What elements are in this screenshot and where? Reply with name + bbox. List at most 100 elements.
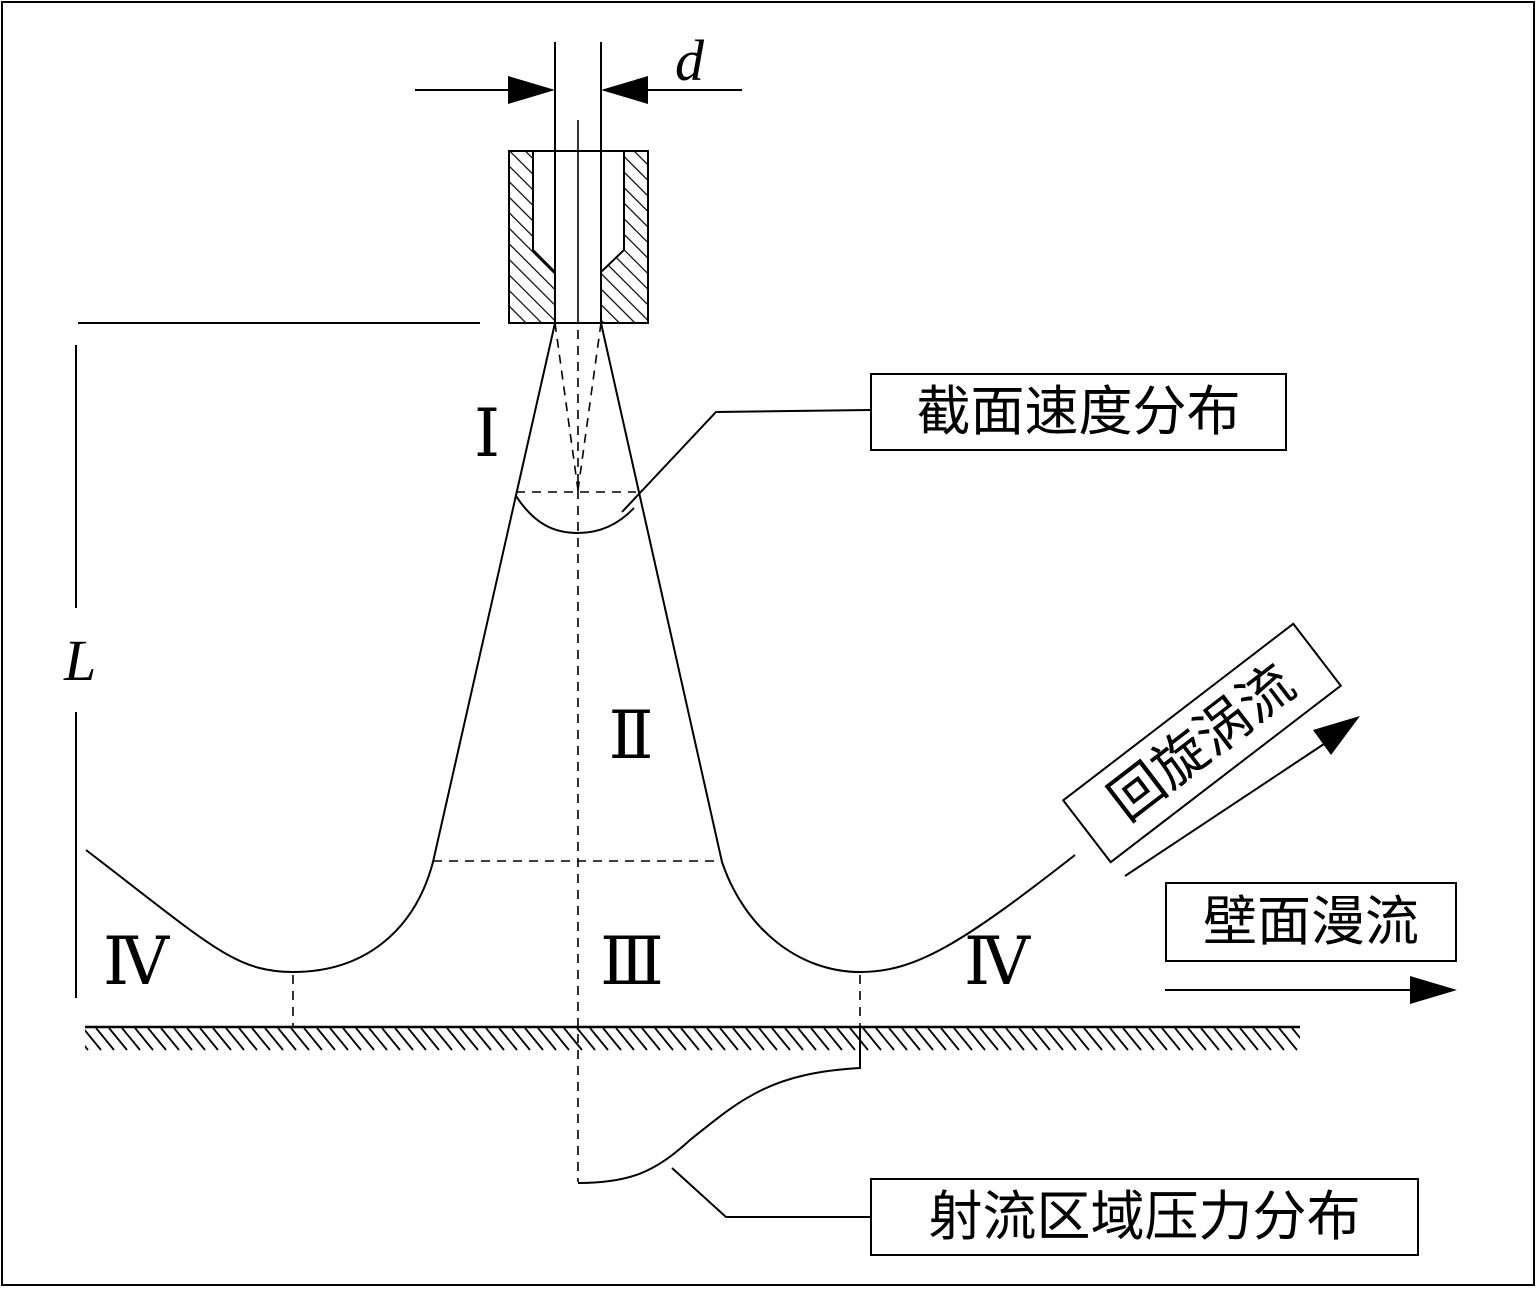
ground-hatch-line	[264, 1027, 284, 1051]
ground-hatch-line	[641, 1027, 661, 1051]
ground-hatch-line	[160, 1027, 180, 1051]
nozzle-diameter-label: d	[675, 28, 704, 93]
ground-hatch-line	[186, 1027, 206, 1051]
ground-hatch-line	[745, 1027, 765, 1051]
ground-hatch-line	[225, 1027, 245, 1051]
ground-hatch-line	[1096, 1027, 1116, 1051]
ground-hatch-line	[862, 1027, 882, 1051]
ground-hatch-line	[1031, 1027, 1051, 1051]
ground-hatch-line	[1018, 1027, 1038, 1051]
ground-hatch-line	[407, 1027, 427, 1051]
ground-hatch-line	[1265, 1027, 1285, 1051]
ground-hatch-line	[511, 1027, 531, 1051]
ground-hatch-line	[433, 1027, 453, 1051]
velocity-profile-callout: 截面速度分布	[870, 373, 1287, 451]
ground-hatch-line	[316, 1027, 336, 1051]
ground-hatch-line	[706, 1027, 726, 1051]
ground-hatch-line	[1278, 1027, 1298, 1051]
ground-hatch-line	[940, 1027, 960, 1051]
ground-hatch-line	[667, 1027, 687, 1051]
ground-hatch-line	[498, 1027, 518, 1051]
ground-hatch-line	[537, 1027, 557, 1051]
ground-hatch-line	[550, 1027, 570, 1051]
ground-hatch-line	[992, 1027, 1012, 1051]
jet-envelope	[85, 322, 1076, 974]
ground-hatch-line	[147, 1027, 167, 1051]
ground-hatch-line	[199, 1027, 219, 1051]
ground-hatch-line	[901, 1027, 921, 1051]
potential-core	[292, 322, 861, 1182]
ground-hatch-line	[1226, 1027, 1246, 1051]
ground-hatch-line	[836, 1027, 856, 1051]
ground-hatch-line	[1057, 1027, 1077, 1051]
ground-hatch-line	[277, 1027, 297, 1051]
region-4-right-label: Ⅳ	[964, 926, 1030, 999]
region-2-label: Ⅱ	[608, 700, 654, 773]
ground-hatch-line	[1305, 1028, 1323, 1050]
ground-hatch-line	[108, 1027, 128, 1051]
swirl-flow-arrow	[1124, 716, 1360, 877]
ground-hatch-line	[524, 1027, 544, 1051]
ground-hatch-line	[758, 1027, 778, 1051]
nozzle	[508, 42, 649, 324]
ground-hatch-line	[914, 1027, 934, 1051]
length-dimension	[75, 322, 480, 998]
ground-hatch-line	[1044, 1027, 1064, 1051]
ground-hatch-line	[563, 1027, 583, 1051]
ground-hatch-line	[784, 1027, 804, 1051]
ground-hatch-line	[1109, 1027, 1129, 1051]
ground-hatch-line	[771, 1027, 791, 1051]
ground-hatch-line	[95, 1027, 115, 1051]
diameter-dimension	[415, 76, 742, 104]
ground-hatch-line	[290, 1027, 310, 1051]
ground-hatch-line	[589, 1027, 609, 1051]
ground-hatch-line	[1161, 1027, 1181, 1051]
ground-hatch-line	[1174, 1027, 1194, 1051]
ground-hatch-line	[1135, 1027, 1155, 1051]
ground-hatch-line	[732, 1027, 752, 1051]
ground-hatch-line	[342, 1027, 362, 1051]
ground-hatch-line	[1291, 1027, 1300, 1040]
pressure-distribution-callout: 射流区域压力分布	[870, 1178, 1419, 1256]
ground-hatch-line	[446, 1027, 466, 1051]
ground-hatch-line	[1239, 1027, 1259, 1051]
wall-flow-arrow	[1165, 976, 1457, 1004]
ground-hatch-line	[927, 1027, 947, 1051]
ground-hatch-line	[719, 1027, 739, 1051]
velocity-profile-curve	[515, 495, 635, 535]
wall-flow-label: 壁面漫流	[1165, 882, 1457, 962]
ground-hatch-line	[1148, 1027, 1168, 1051]
ground-hatch-line	[797, 1027, 817, 1051]
ground-hatch-line	[173, 1027, 193, 1051]
ground-hatch-line	[1213, 1027, 1233, 1051]
ground-hatch-line	[1252, 1027, 1272, 1051]
ground-hatch-line	[355, 1027, 375, 1051]
ground-hatch-line	[394, 1027, 414, 1051]
ground-hatch-line	[212, 1027, 232, 1051]
ground-hatch-line	[966, 1027, 986, 1051]
ground-hatch-line	[251, 1027, 271, 1051]
jet-length-label: L	[64, 628, 97, 693]
ground-hatch-line	[368, 1027, 388, 1051]
region-3-label: Ⅲ	[600, 926, 664, 999]
ground-hatch-line	[420, 1027, 440, 1051]
ground-hatch-line	[134, 1027, 154, 1051]
ground-hatch-line	[953, 1027, 973, 1051]
ground-hatch-line	[823, 1027, 843, 1051]
velocity-callout-leader	[621, 409, 871, 513]
ground-hatch-line	[121, 1027, 141, 1051]
ground-hatch-line	[888, 1027, 908, 1051]
region-4-left-label: Ⅳ	[103, 926, 169, 999]
ground-hatch-line	[1122, 1027, 1142, 1051]
ground-hatch-line	[693, 1027, 713, 1051]
ground-hatch-line	[472, 1027, 492, 1051]
ground-hatch-line	[1005, 1027, 1025, 1051]
ground-hatch-line	[1187, 1027, 1207, 1051]
ground-hatch-line	[238, 1027, 258, 1051]
ground-hatch-line	[303, 1027, 323, 1051]
ground-hatch-line	[1070, 1027, 1090, 1051]
region-1-label: Ⅰ	[473, 398, 501, 471]
ground-hatch-line	[615, 1027, 635, 1051]
